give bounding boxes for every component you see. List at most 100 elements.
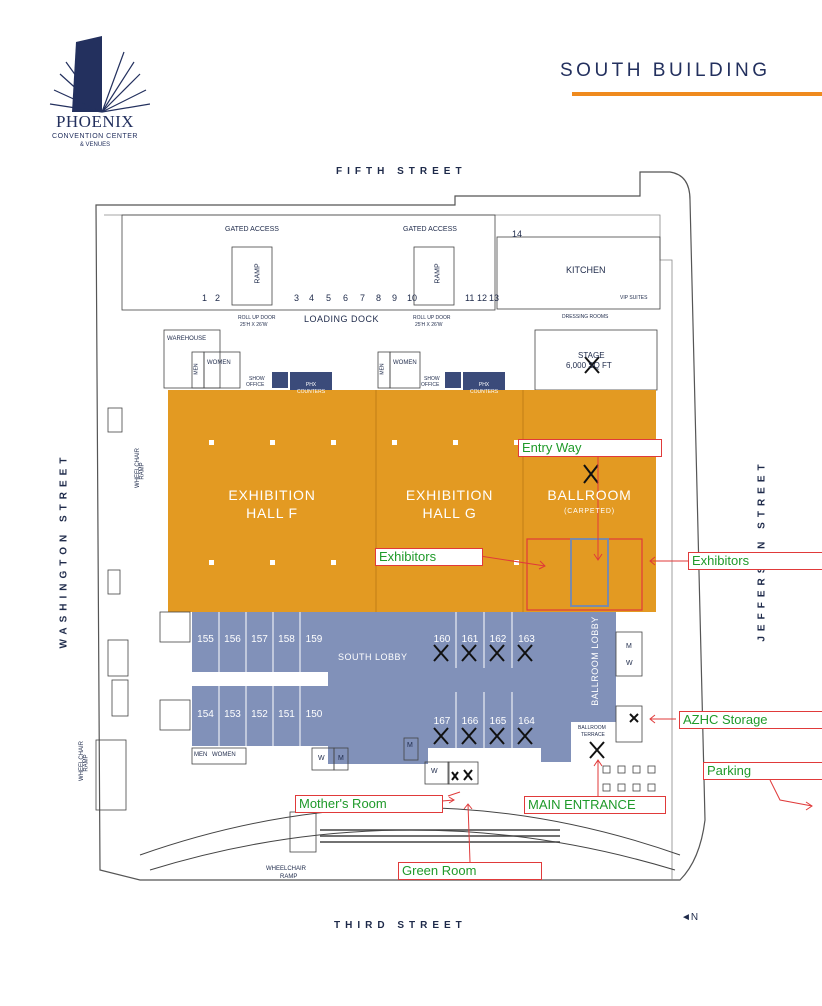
dock-number: 1: [202, 293, 208, 303]
room-number: 161: [461, 634, 479, 645]
dock-number: 2: [215, 293, 221, 303]
wheelchair-ramp-label-2: RAMP: [83, 754, 90, 772]
parking-stalls: [602, 765, 656, 792]
phx-counters-label: PHX: [478, 382, 490, 388]
annotation-main-entrance: MAIN ENTRANCE: [524, 796, 666, 814]
womens-restroom-label: W: [318, 755, 325, 762]
meeting-rooms-south: [192, 686, 328, 746]
room-number: 159: [305, 634, 323, 645]
annotation-exhibitors: Exhibitors: [375, 548, 483, 566]
vip-suites-label: VIP SUITES: [620, 295, 648, 301]
ramp-label-right: RAMP: [434, 263, 442, 284]
dock-number: 8: [376, 293, 382, 303]
roll-up-door-label: ROLL UP DOOR: [238, 315, 276, 321]
building-outline: [95, 171, 706, 881]
show-office-label: SHOW: [249, 376, 265, 382]
annotation-azhc-storage: AZHC Storage: [679, 711, 822, 729]
loading-dock-label: LOADING DOCK: [304, 314, 380, 324]
roll-up-door-size: 25'H X 26'W: [415, 322, 443, 328]
room-number: 150: [305, 709, 323, 720]
room-number: 163: [518, 634, 535, 645]
ballroom-lobby: [568, 612, 616, 722]
closed-room-marks: [433, 356, 639, 781]
room-number: 151: [278, 709, 295, 720]
stage-label: STAGE: [578, 351, 605, 360]
room-number: 160: [433, 634, 451, 645]
annotation-mothers-room: Mother's Room: [295, 795, 443, 813]
mens-restroom-label: MEN: [379, 363, 386, 375]
ballroom-carpeted-label: (CARPETED): [564, 508, 615, 515]
room-number: 155: [197, 634, 214, 645]
hall-f-label: EXHIBITION: [228, 487, 316, 503]
ballroom: [523, 390, 656, 612]
room-number: 164: [518, 716, 535, 727]
room-number: 152: [251, 709, 268, 720]
dock-number: 9: [392, 293, 398, 303]
street-label-north: FIFTH STREET: [336, 166, 467, 177]
annotation-entry-way: Entry Way: [518, 439, 662, 457]
dock-number: 4: [309, 293, 315, 303]
north-arrow: ◄N: [681, 912, 699, 923]
dock-number: 5: [326, 293, 332, 303]
exhibition-hall-f: [168, 390, 376, 612]
dock-number: 11: [465, 293, 475, 303]
room-number: 153: [224, 709, 241, 720]
room-number: 162: [489, 634, 507, 645]
dock-number: 3: [294, 293, 300, 303]
womens-restroom-label: WOMEN: [207, 360, 231, 366]
hall-g-name: HALL G: [422, 505, 477, 521]
annotation-green-room: Green Room: [398, 862, 542, 880]
exhibition-hall-g: [376, 390, 523, 612]
title-underline: [572, 92, 822, 96]
phx-counters-label-2: COUNTERS: [296, 389, 326, 395]
ballroom-terrace-label-2: TERRACE: [581, 732, 605, 738]
dock-number: 13: [489, 293, 500, 303]
street-label-south: THIRD STREET: [334, 920, 467, 931]
meeting-rooms-north: [192, 612, 328, 672]
hall-f-name: HALL F: [246, 505, 298, 521]
south-lobby-label: SOUTH LOBBY: [338, 652, 408, 662]
mens-restroom-label: M: [626, 643, 632, 650]
womens-restroom-label: W: [626, 660, 633, 667]
dock-number: 10: [407, 293, 418, 303]
dock-number: 14: [512, 229, 523, 239]
logo-name: PHOENIX: [55, 112, 135, 131]
dock-number: 6: [343, 293, 349, 303]
annotation-parking: Parking: [703, 762, 822, 780]
kitchen-label: KITCHEN: [566, 265, 606, 275]
dock-number: 12: [477, 293, 488, 303]
phx-counters-label: PHX: [305, 382, 317, 388]
wheelchair-ramp-label-2: RAMP: [280, 874, 298, 880]
gated-access-label-left: GATED ACCESS: [225, 226, 279, 233]
womens-restroom-label: W: [431, 768, 438, 775]
dock-number: 7: [360, 293, 366, 303]
room-number: 156: [224, 634, 241, 645]
mens-restroom-label: M: [407, 742, 413, 749]
room-number: 166: [461, 716, 479, 727]
mens-restroom-label: MEN: [193, 363, 200, 375]
roll-up-door-size: 25'H X 26'W: [240, 322, 268, 328]
annotation-arrows: [405, 455, 813, 863]
room-number: 158: [278, 634, 295, 645]
mens-restroom-label: MEN: [194, 752, 208, 758]
room-number: 167: [433, 716, 451, 727]
roll-up-door-label: ROLL UP DOOR: [413, 315, 451, 321]
room-number: 165: [489, 716, 507, 727]
room-number: 157: [251, 634, 268, 645]
show-office-label-2: OFFICE: [246, 382, 265, 388]
ramp-label-left: RAMP: [254, 263, 262, 284]
ballroom-lobby-label: BALLROOM LOBBY: [590, 616, 600, 706]
wheelchair-ramp-label: WHEELCHAIR: [266, 866, 307, 872]
dressing-rooms-label: DRESSING ROOMS: [562, 314, 609, 320]
kitchen-room: [496, 236, 661, 310]
show-office-label-2: OFFICE: [421, 382, 440, 388]
ramp-left: [231, 246, 273, 306]
wheelchair-ramp-label-2: RAMP: [139, 462, 146, 480]
phx-counters-label-2: COUNTERS: [469, 389, 499, 395]
womens-restroom-label: WOMEN: [393, 360, 417, 366]
hall-g-label: EXHIBITION: [405, 487, 494, 503]
ballroom-label: BALLROOM: [547, 487, 632, 503]
womens-restroom-label: WOMEN: [212, 752, 236, 758]
page-title: SOUTH BUILDING: [560, 60, 771, 81]
